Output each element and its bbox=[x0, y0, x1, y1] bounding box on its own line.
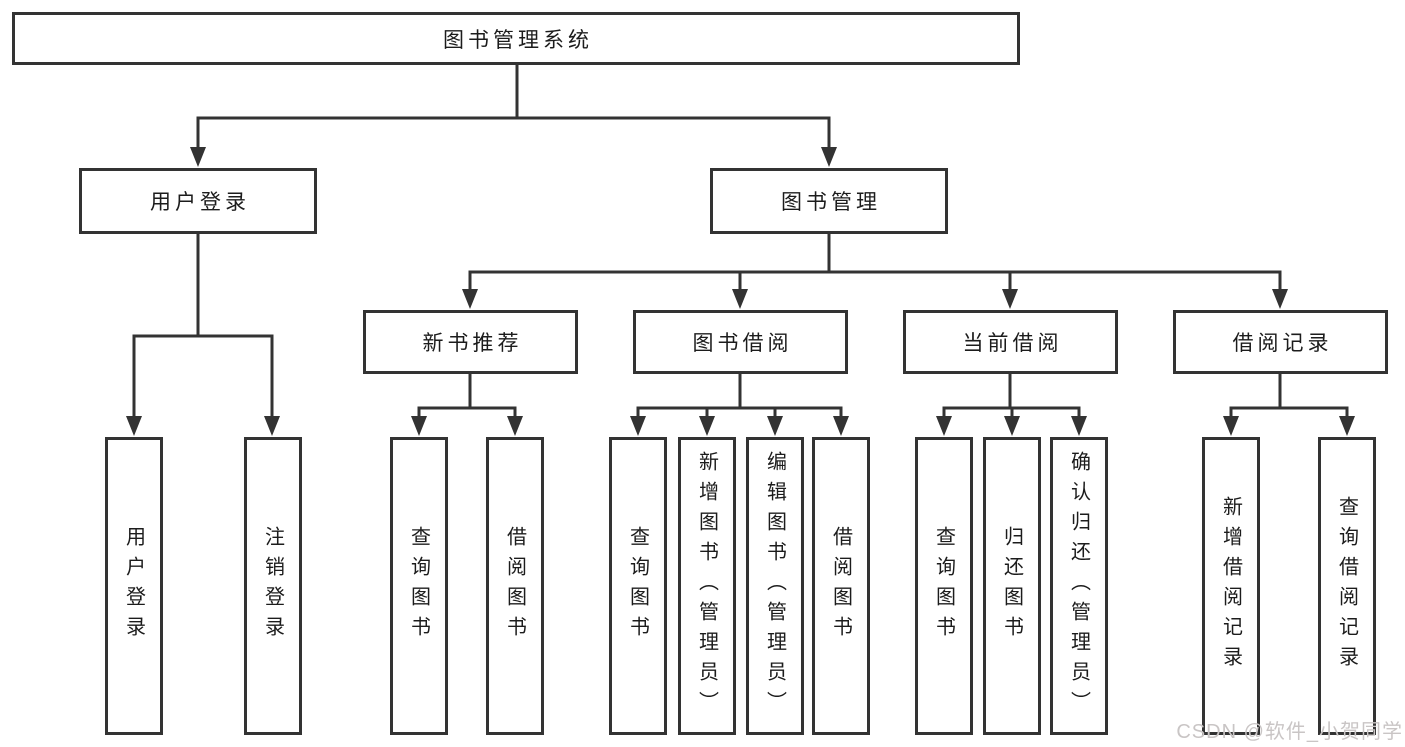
arrowhead bbox=[1071, 416, 1087, 436]
connector-book-mgmt-split bbox=[468, 232, 1282, 293]
node-new-book-rec-label: 新书推荐 bbox=[422, 332, 523, 355]
arrowhead bbox=[767, 416, 783, 436]
leaf-user-login-label: 用户登录 bbox=[122, 526, 145, 646]
connector-root-split bbox=[196, 63, 831, 151]
arrowhead bbox=[264, 416, 280, 436]
node-user-login: 用户登录 bbox=[79, 168, 317, 234]
node-borrow-records: 借阅记录 bbox=[1173, 310, 1388, 374]
connector-user-login-split bbox=[132, 232, 274, 420]
leaf-logout: 注销登录 bbox=[244, 437, 302, 735]
node-current-borrow-label: 当前借阅 bbox=[962, 332, 1063, 355]
watermark: CSDN @软件_小贺同学 bbox=[1176, 721, 1403, 743]
arrowhead bbox=[190, 147, 206, 167]
node-book-mgmt: 图书管理 bbox=[710, 168, 948, 234]
connector-new-book-split bbox=[417, 372, 517, 420]
leaf-borrow-query-books-label: 查询图书 bbox=[626, 526, 649, 646]
node-borrow-records-label: 借阅记录 bbox=[1232, 332, 1333, 355]
leaf-borrow-borrow-books-label: 借阅图书 bbox=[829, 526, 852, 646]
leaf-borrow-add-books-admin-label: 新增图书（管理员） bbox=[695, 451, 718, 721]
arrowhead bbox=[1004, 416, 1020, 436]
leaf-current-confirm-return-admin: 确认归还（管理员） bbox=[1050, 437, 1108, 735]
node-book-borrow-label: 图书借阅 bbox=[692, 332, 793, 355]
arrowhead bbox=[126, 416, 142, 436]
leaf-borrow-add-books-admin: 新增图书（管理员） bbox=[678, 437, 736, 735]
node-book-borrow: 图书借阅 bbox=[633, 310, 848, 374]
leaf-borrow-edit-books-admin-label: 编辑图书（管理员） bbox=[763, 451, 786, 721]
arrowhead bbox=[507, 416, 523, 436]
leaf-current-return-books-label: 归还图书 bbox=[1000, 526, 1023, 646]
arrowhead bbox=[1339, 416, 1355, 436]
leaf-current-query-books: 查询图书 bbox=[915, 437, 973, 735]
arrowhead bbox=[833, 416, 849, 436]
leaf-current-confirm-return-admin-label: 确认归还（管理员） bbox=[1067, 451, 1090, 721]
arrowhead bbox=[630, 416, 646, 436]
arrowhead bbox=[1223, 416, 1239, 436]
node-root-label: 图书管理系统 bbox=[443, 28, 593, 52]
node-user-login-label: 用户登录 bbox=[150, 191, 250, 214]
arrowhead bbox=[699, 416, 715, 436]
arrowhead bbox=[732, 289, 748, 309]
arrowhead bbox=[411, 416, 427, 436]
leaf-borrow-edit-books-admin: 编辑图书（管理员） bbox=[746, 437, 804, 735]
arrowhead bbox=[1002, 289, 1018, 309]
arrowhead bbox=[462, 289, 478, 309]
node-root: 图书管理系统 bbox=[12, 12, 1020, 65]
leaf-records-add-record: 新增借阅记录 bbox=[1202, 437, 1260, 735]
connector-paths bbox=[132, 63, 1349, 420]
arrowhead bbox=[1272, 289, 1288, 309]
leaf-newrec-borrow-books: 借阅图书 bbox=[486, 437, 544, 735]
leaf-current-query-books-label: 查询图书 bbox=[932, 526, 955, 646]
leaf-borrow-borrow-books: 借阅图书 bbox=[812, 437, 870, 735]
arrowhead bbox=[821, 147, 837, 167]
node-book-mgmt-label: 图书管理 bbox=[781, 191, 881, 214]
connector-records-split bbox=[1229, 372, 1349, 420]
leaf-user-login: 用户登录 bbox=[105, 437, 163, 735]
leaf-records-query-record: 查询借阅记录 bbox=[1318, 437, 1376, 735]
leaf-newrec-borrow-books-label: 借阅图书 bbox=[503, 526, 526, 646]
arrowhead bbox=[936, 416, 952, 436]
leaf-newrec-query-books-label: 查询图书 bbox=[407, 526, 430, 646]
arrowheads bbox=[126, 147, 1355, 436]
leaf-newrec-query-books: 查询图书 bbox=[390, 437, 448, 735]
leaf-borrow-query-books: 查询图书 bbox=[609, 437, 667, 735]
leaf-records-query-record-label: 查询借阅记录 bbox=[1335, 496, 1358, 676]
connector-book-borrow-split bbox=[636, 372, 843, 420]
node-new-book-rec: 新书推荐 bbox=[363, 310, 578, 374]
leaf-logout-label: 注销登录 bbox=[261, 526, 284, 646]
leaf-current-return-books: 归还图书 bbox=[983, 437, 1041, 735]
node-current-borrow: 当前借阅 bbox=[903, 310, 1118, 374]
connector-current-borrow-split bbox=[942, 372, 1081, 420]
leaf-records-add-record-label: 新增借阅记录 bbox=[1219, 496, 1242, 676]
